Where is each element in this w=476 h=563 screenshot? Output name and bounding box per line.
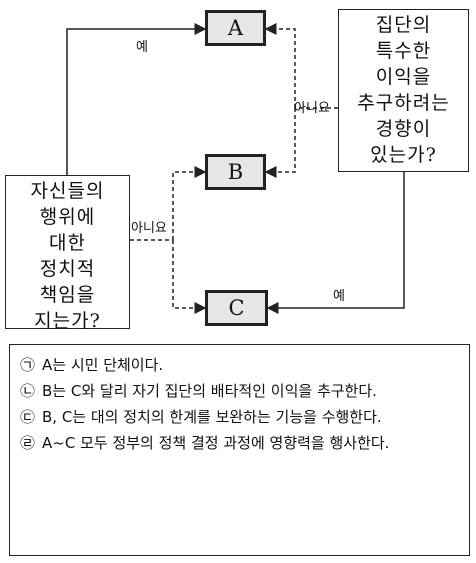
statement-item: ㉢ B, C는 대의 정치의 한계를 보완하는 기능을 수행한다. [20,405,459,430]
node-a-label: A [227,16,244,40]
node-c-label: C [228,296,245,320]
label-right-yes: 예 [333,289,345,304]
statement-item: ㉠ A는 시민 단체이다. [20,353,459,378]
statement-text: B, C는 대의 정치의 한계를 보완하는 기능을 수행한다. [42,408,382,426]
label-left-no: 아니요 [131,221,167,236]
node-b-label: B [227,160,244,184]
question-right-box: 집단의 특수한 이익을 추구하려는 경향이 있는가? [338,9,469,172]
label-right-no: 아니요 [294,101,330,116]
statement-item: ㉡ B는 C와 달리 자기 집단의 배타적인 이익을 추구한다. [20,379,459,404]
node-c: C [205,290,268,326]
left-yes-connector [66,23,207,175]
statement-marker: ㉡ [20,382,36,400]
statement-item: ㉣ A~C 모두 정부의 정책 결정 과정에 영향력을 행사한다. [20,431,459,456]
statement-marker: ㉣ [20,434,36,452]
left-no-to-b [172,166,207,240]
right-no-to-a [264,23,296,108]
label-left-yes: 예 [136,40,148,55]
node-a: A [205,10,266,46]
statement-marker: ㉠ [20,356,36,374]
node-b: B [205,154,266,190]
statement-marker: ㉢ [20,408,36,426]
question-left-box: 자신들의 행위에 대한 정치적 책임을 지는가? [5,175,130,332]
right-no-to-b [264,108,296,178]
statement-text: B는 C와 달리 자기 집단의 배타적인 이익을 추구한다. [42,382,377,400]
statement-text: A는 시민 단체이다. [42,356,164,374]
right-yes-connector [266,172,405,314]
statements-box: ㉠ A는 시민 단체이다. ㉡ B는 C와 달리 자기 집단의 배타적인 이익을… [9,344,470,556]
statement-text: A~C 모두 정부의 정책 결정 과정에 영향력을 행사한다. [42,434,390,452]
left-no-to-c [172,240,207,314]
